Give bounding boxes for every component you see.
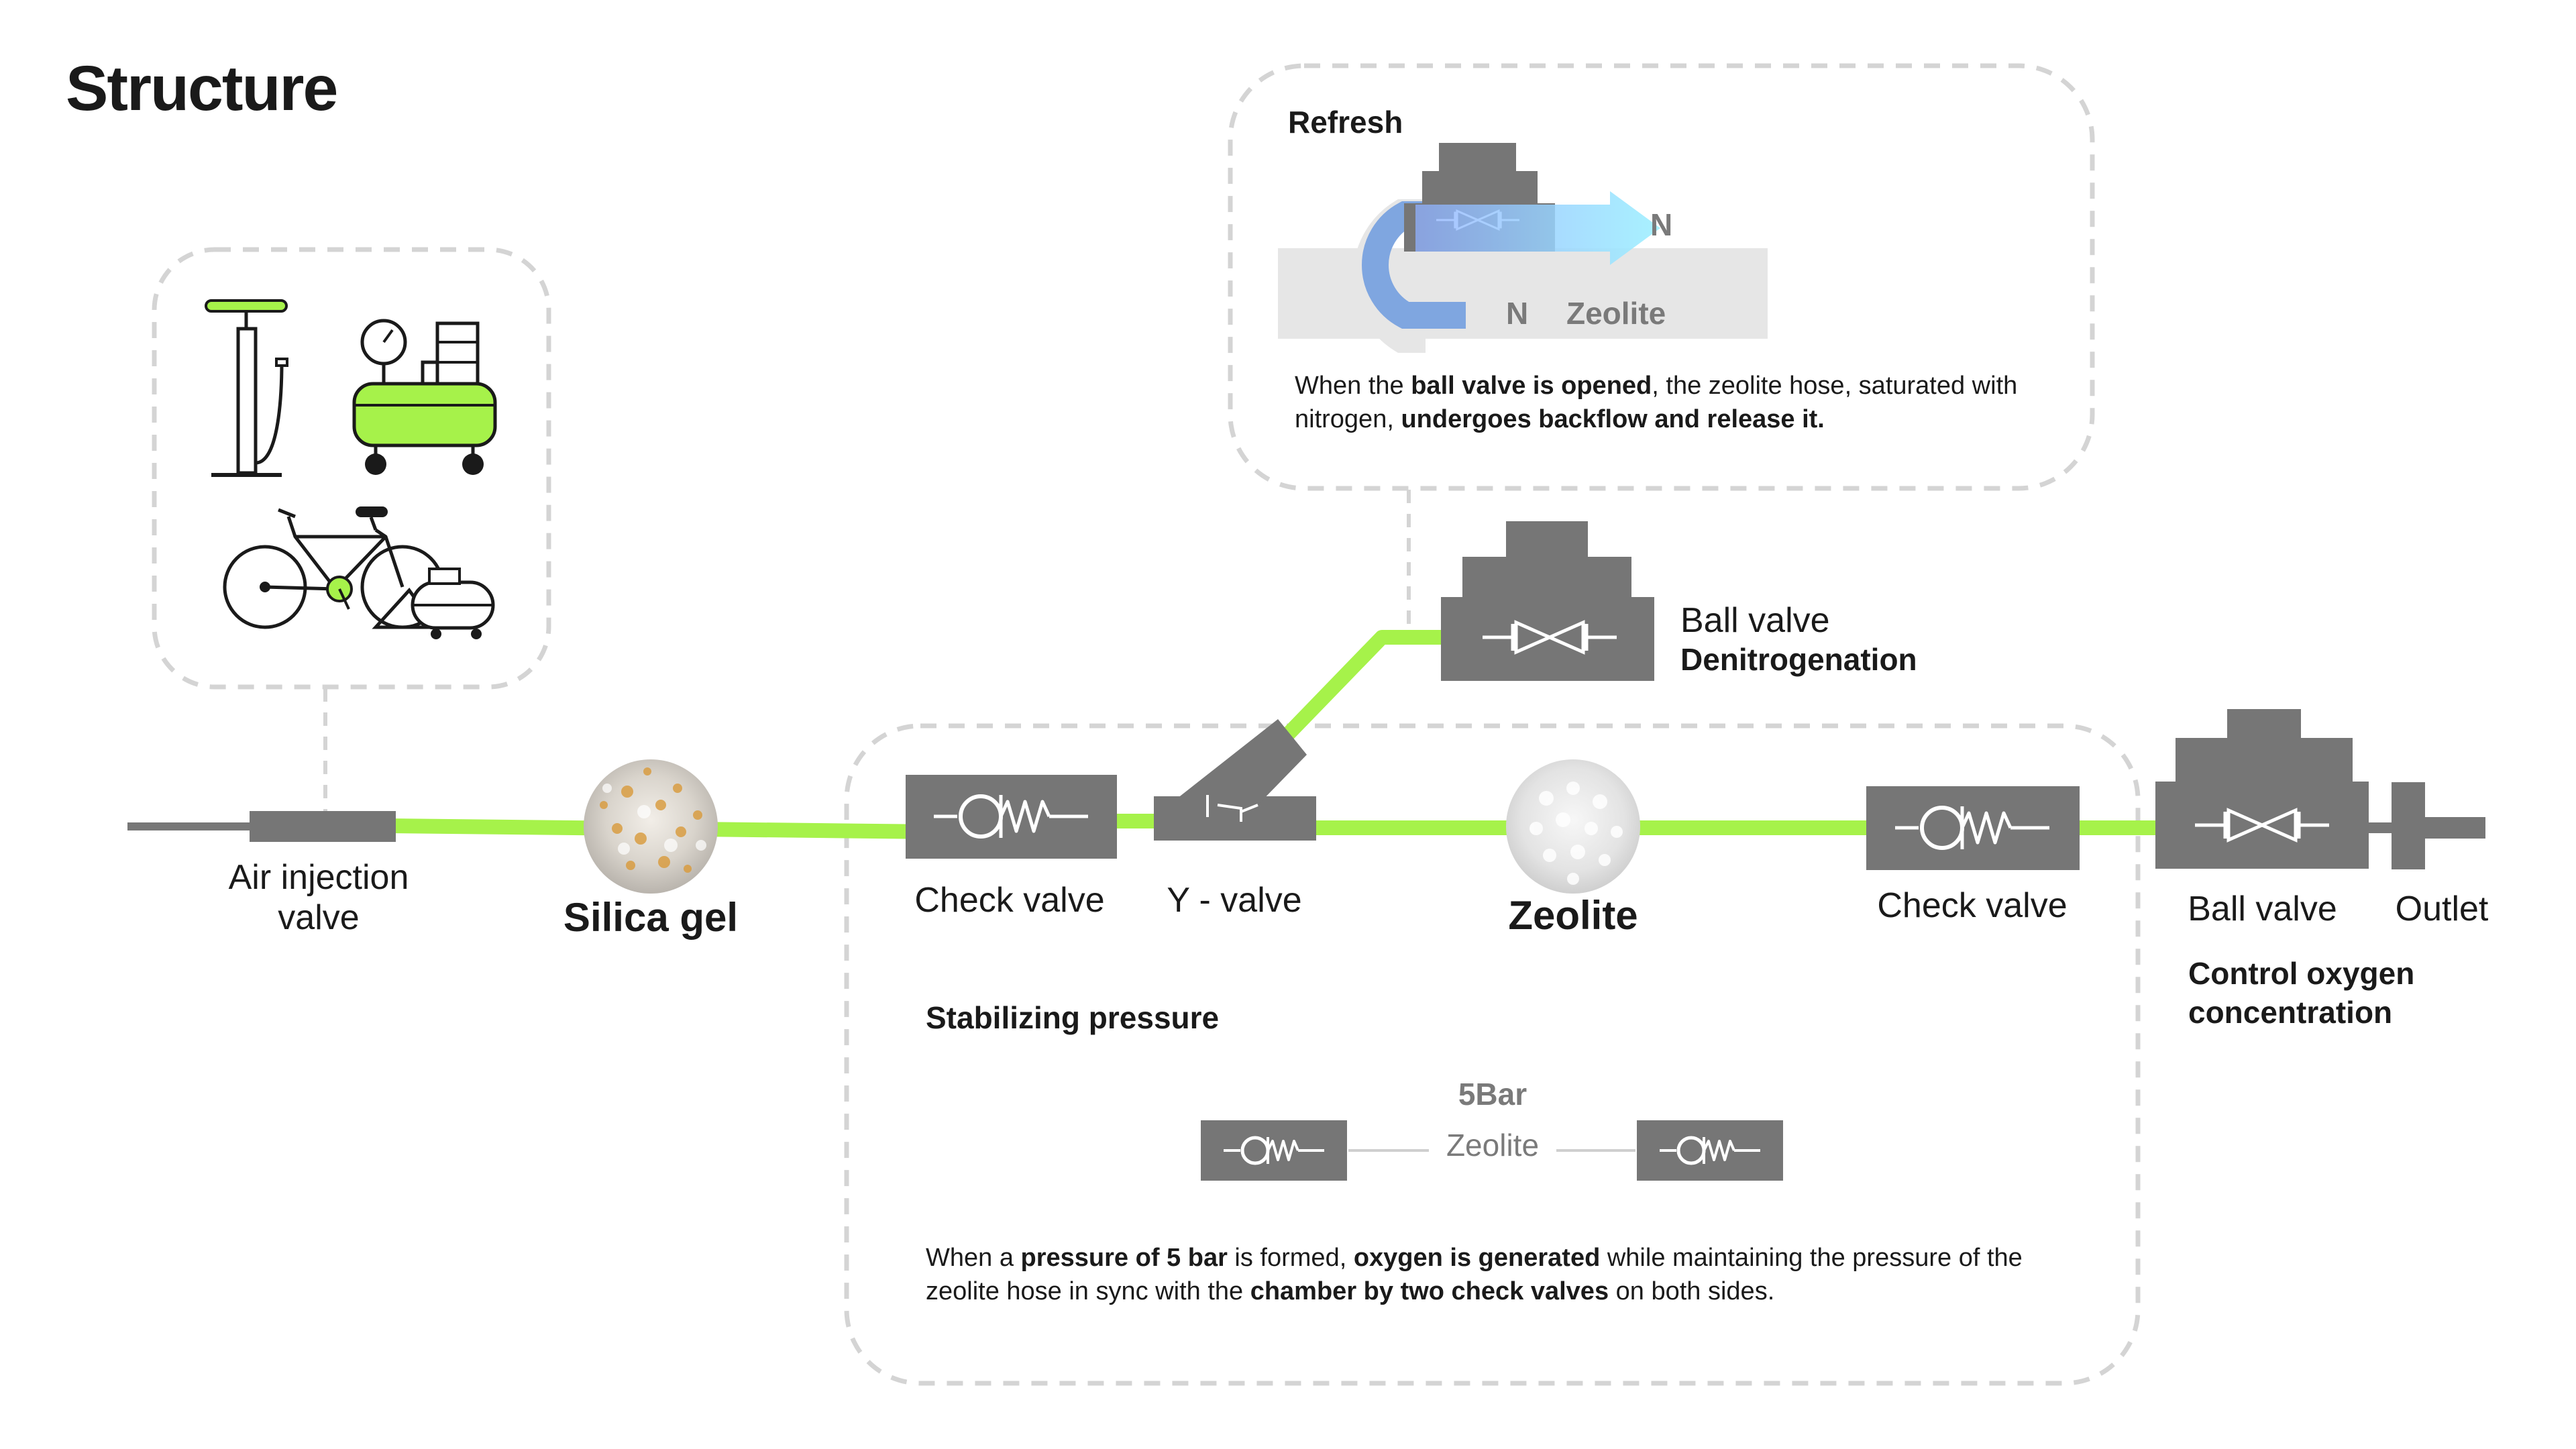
control-oxygen-label: Control oxygen concentration <box>2188 956 2415 1030</box>
check-valve-icon <box>1201 1120 1347 1181</box>
page-title: Structure <box>66 53 338 124</box>
outlet-pipe <box>2424 817 2485 839</box>
outlet-label: Outlet <box>2395 890 2489 928</box>
source-options-box <box>152 247 551 690</box>
refresh-title: Refresh <box>1288 105 1403 140</box>
y-valve-icon <box>1154 719 1316 841</box>
check-valve-icon <box>906 775 1117 859</box>
check-valve-1-label: Check valve <box>914 881 1105 920</box>
stabilizing-zeolite-label: Zeolite <box>1446 1128 1540 1163</box>
stabilizing-panel-box <box>844 723 2141 1386</box>
bicycle-compressor-icon <box>223 506 495 639</box>
denitrogenation-label: Denitrogenation <box>1680 642 1917 677</box>
refresh-n-bottom: N <box>1506 296 1529 331</box>
hand-pump-icon <box>205 299 288 477</box>
air-injection-valve-icon <box>250 811 396 842</box>
y-valve-label: Y - valve <box>1167 881 1302 920</box>
check-valve-2-label: Check valve <box>1877 886 2068 925</box>
refresh-panel-box <box>1228 63 2095 491</box>
check-valve-icon <box>1637 1120 1783 1181</box>
refresh-flow-diagram <box>1278 143 1768 353</box>
ball-valve-label: Ball valve <box>2188 890 2337 928</box>
zeolite-icon <box>1506 759 1640 894</box>
outlet-icon <box>2392 782 2425 869</box>
stabilizing-description: When a pressure of 5 bar is formed, oxyg… <box>926 1244 2023 1305</box>
check-valve-icon <box>1866 786 2080 870</box>
stabilizing-pressure-label: 5Bar <box>1458 1077 1527 1112</box>
refresh-n-top: N <box>1650 207 1673 242</box>
zeolite-label: Zeolite <box>1508 893 1638 938</box>
air-compressor-icon <box>352 319 497 475</box>
silica-gel-label: Silica gel <box>563 895 739 940</box>
refresh-description: When the ball valve is opened, the zeoli… <box>1295 372 2018 433</box>
ball-valve-icon <box>1441 521 1654 681</box>
stabilizing-title: Stabilizing pressure <box>926 1000 1220 1035</box>
air-injection-valve-label: Air injection valve <box>228 858 409 937</box>
denitrogenation-ball-valve-label: Ball valve <box>1680 601 1830 640</box>
ball-valve-icon <box>2155 709 2369 869</box>
refresh-zeolite-label: Zeolite <box>1566 296 1666 331</box>
silica-gel-icon <box>584 759 718 894</box>
